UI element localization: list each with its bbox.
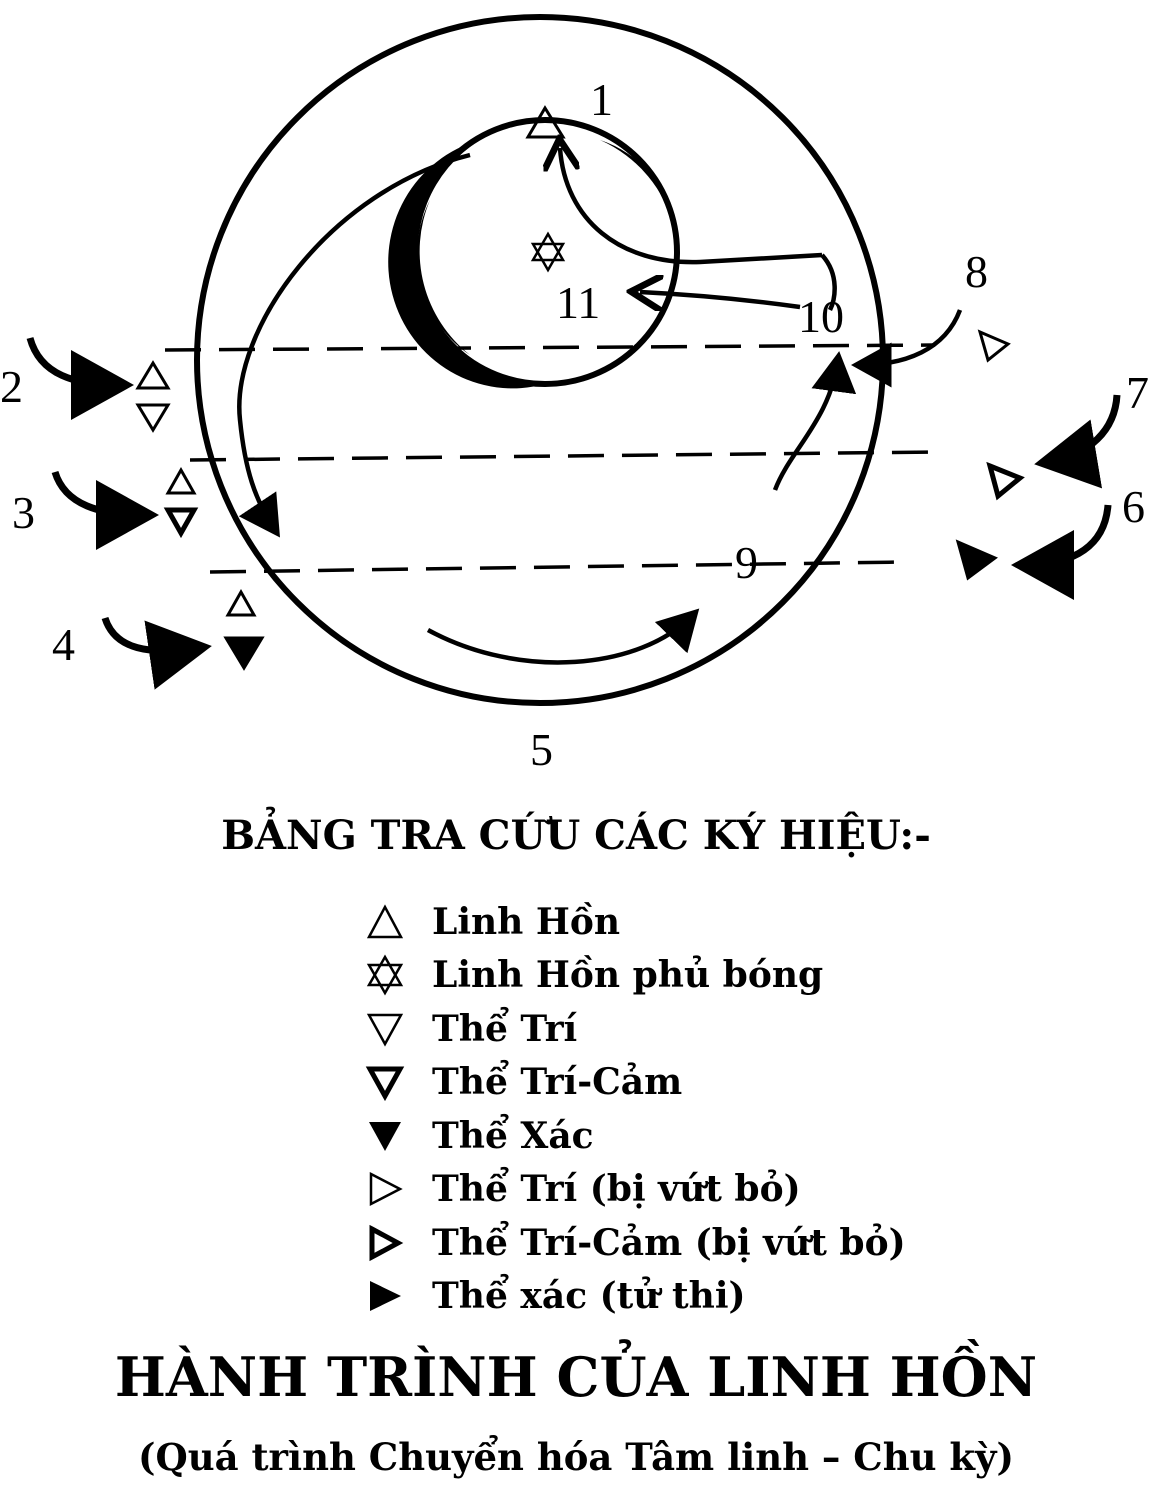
triangle-right-filled-icon [350,1273,420,1319]
soul-triangle-top [525,105,566,139]
shadowed-soul-star [530,231,566,273]
arrow-9-to-10 [772,351,857,491]
legend-label: Thể Xác [432,1114,594,1157]
arrow-bottom [426,608,700,665]
diagram-symbols [135,105,1025,671]
outer-arrows [26,336,1121,690]
stage-number-8: 8 [965,246,988,297]
legend-item: Thể Trí-Cảm (bị vứt bỏ) [350,1216,1110,1270]
legend-label: Thể Trí-Cảm [432,1061,683,1104]
stage-number-6: 6 [1122,481,1145,532]
stage-number-11: 11 [556,277,600,328]
stage-number-10: 10 [798,291,844,342]
arrow-2 [26,336,134,420]
legend-label: Thể Trí-Cảm (bị vứt bỏ) [432,1221,906,1264]
star-of-david-icon [350,952,420,998]
stage-number-3: 3 [12,487,35,538]
stage-numbers: 1 2 3 4 5 6 7 8 9 10 11 [0,74,1149,775]
triangle-right-outline-icon [350,1166,420,1212]
stage-number-4: 4 [52,619,75,670]
legend-item: Linh Hồn [350,895,1110,949]
symbol-7-emotional-discarded [986,461,1025,501]
page-subtitle: (Quá trình Chuyển hóa Tâm linh – Chu kỳ) [137,1435,1015,1479]
legend-item: Thể Trí [350,1002,1110,1056]
triangle-right-thick-outline-icon [350,1220,420,1266]
arrow-return-to-1 [560,148,837,312]
legend-title: BẢNG TRA CỨU CÁC KÝ HIỆU:- [221,812,931,859]
symbol-legend: Linh Hồn Linh Hồn phủ bóng Thể Trí Thể T… [350,895,1110,1323]
arrow-10-to-11 [640,292,801,307]
arrow-6 [1011,504,1112,600]
arrow-4 [101,616,212,690]
symbol-6-corpse [955,539,998,581]
legend-label: Thể Trí [432,1007,578,1050]
symbol-2-pair [135,360,171,433]
symbol-3-pair [163,466,199,539]
triangle-down-filled-icon [350,1113,420,1159]
stage-number-7: 7 [1126,367,1149,418]
inner-sphere [388,117,680,389]
arrow-7 [1034,394,1121,489]
legend-item: Thể Trí-Cảm [350,1056,1110,1110]
arrow-soul-descent [237,152,471,538]
legend-item: Linh Hồn phủ bóng [350,949,1110,1003]
arrow-3 [51,470,159,550]
legend-label: Linh Hồn [432,900,621,943]
legend-item: Thể xác (tử thi) [350,1270,1110,1324]
stage-number-5: 5 [530,724,553,775]
legend-label: Thể xác (tử thi) [432,1275,746,1318]
symbol-8-mind-discarded [977,329,1011,363]
stage-number-9: 9 [735,537,758,588]
journey-arrows [237,148,963,665]
triangle-down-outline-icon [350,1006,420,1052]
stage-number-2: 2 [0,361,23,412]
page-title: HÀNH TRÌNH CỦA LINH HỒN [114,1345,1038,1409]
plane-lines [164,343,936,574]
triangle-up-outline-icon [350,899,420,945]
symbol-4-pair [223,588,265,671]
legend-label: Thể Trí (bị vứt bỏ) [432,1168,801,1211]
arrow-8 [851,309,963,388]
soul-journey-diagram: 1 2 3 4 5 6 7 8 9 10 11 [0,14,1149,775]
legend-label: Linh Hồn phủ bóng [432,954,824,997]
triangle-down-thick-outline-icon [350,1059,420,1105]
stage-number-1: 1 [590,74,613,125]
legend-item: Thể Trí (bị vứt bỏ) [350,1163,1110,1217]
legend-item: Thể Xác [350,1109,1110,1163]
